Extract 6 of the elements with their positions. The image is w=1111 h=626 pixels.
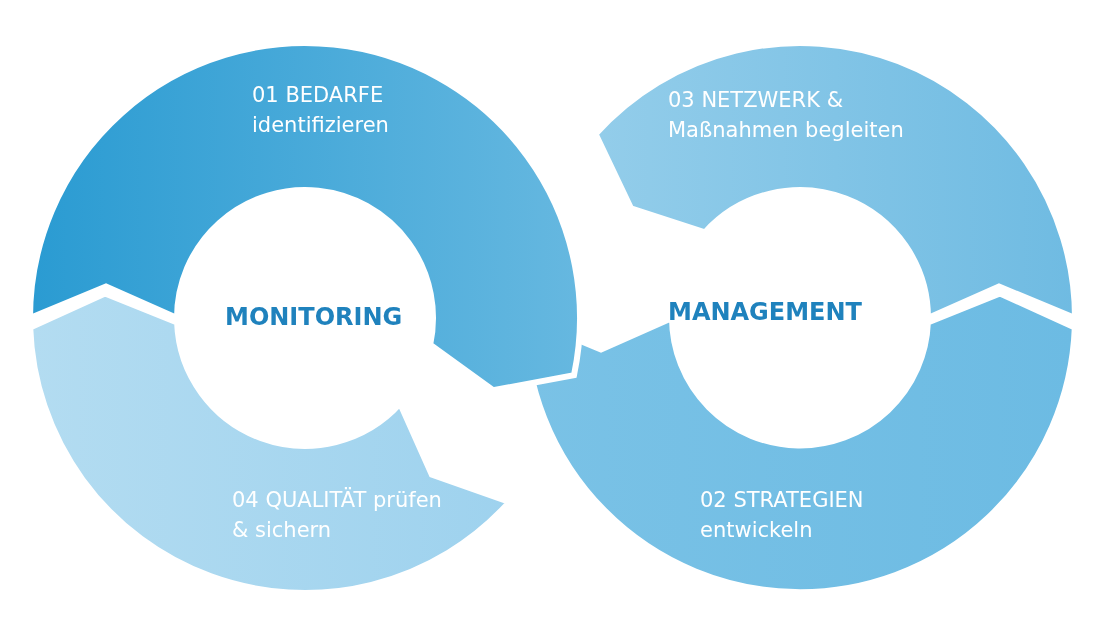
segment-label: 01 BEDARFE identifizieren [252, 82, 390, 139]
segment-label: 04 QUALITÄT prüfen & sichern [232, 486, 443, 544]
segment-label: 03 NETZWERK & Maßnahmen begleiten [668, 87, 905, 144]
segment-label: 02 STRATEGIEN entwickeln [700, 487, 865, 544]
center-label: MONITORING [225, 303, 403, 331]
center-label: MANAGEMENT [668, 298, 862, 326]
